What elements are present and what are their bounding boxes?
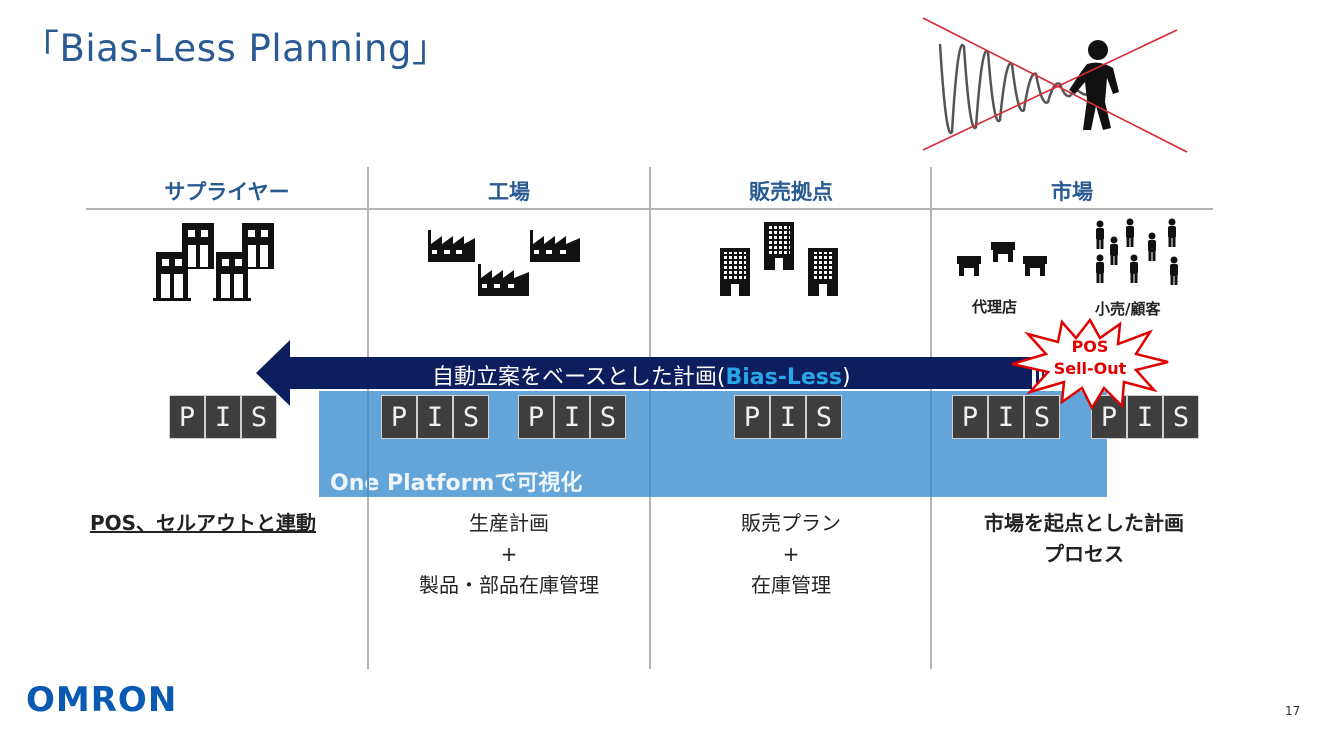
pis-i: I <box>771 396 805 438</box>
pis-p: P <box>170 396 204 438</box>
description-line: + <box>500 542 518 566</box>
factory-icon <box>428 230 580 296</box>
pis-p: P <box>735 396 769 438</box>
description-supplier: POS、セルアウトと連動 <box>62 508 344 539</box>
description-line: 製品・部品在庫管理 <box>419 573 599 597</box>
pis-i: I <box>418 396 452 438</box>
pis-block: P I S <box>518 395 626 439</box>
supplier-buildings-icon <box>153 223 274 301</box>
oscillation-wave <box>938 43 1091 135</box>
pis-s: S <box>454 396 488 438</box>
pis-s: S <box>591 396 625 438</box>
shop-icon <box>957 242 1047 276</box>
pis-s: S <box>1164 396 1198 438</box>
pis-p: P <box>953 396 987 438</box>
column-header-market: 市場 <box>1051 180 1093 204</box>
cross-line <box>922 17 1188 153</box>
pos-sellout-label: POS Sell-Out <box>1040 336 1140 380</box>
description-line: プロセス <box>1044 542 1124 566</box>
omron-logo: OMRON <box>26 680 178 720</box>
arrow-label: 自動立案をベースとした計画(Bias-Less) <box>432 359 851 391</box>
pis-block: P I S <box>169 395 277 439</box>
agent-label: 代理店 <box>972 298 1018 316</box>
cross-line <box>922 29 1178 151</box>
arrow-label-end: ) <box>842 365 851 390</box>
retail-customer-label: 小売/顧客 <box>1095 300 1161 318</box>
column-divider <box>649 391 651 497</box>
pis-s: S <box>807 396 841 438</box>
page-number: 17 <box>1285 704 1301 718</box>
pis-i: I <box>1128 396 1162 438</box>
wave-person-crossed-out-icon <box>922 17 1188 153</box>
column-divider <box>367 391 369 497</box>
description-line: 在庫管理 <box>751 573 831 597</box>
pis-block: P I S <box>381 395 489 439</box>
description-line: 市場を起点とした計画 <box>984 511 1184 535</box>
pis-i: I <box>206 396 240 438</box>
left-arrow-icon <box>256 340 1044 406</box>
column-divider <box>930 391 932 497</box>
column-header-sales-base: 販売拠点 <box>749 180 833 204</box>
pis-s: S <box>242 396 276 438</box>
description-market: 市場を起点とした計画 プロセス <box>943 508 1225 570</box>
pis-block: P I S <box>952 395 1060 439</box>
pis-s: S <box>1025 396 1059 438</box>
pis-p: P <box>382 396 416 438</box>
person-icon <box>1096 218 1178 285</box>
pis-p: P <box>519 396 553 438</box>
starburst-line: POS <box>1071 337 1109 356</box>
arrow-label-main: 自動立案をベースとした計画( <box>432 365 726 390</box>
pis-i: I <box>555 396 589 438</box>
description-line: + <box>782 542 800 566</box>
arrow-label-highlight: Bias-Less <box>725 365 842 390</box>
starburst-icon <box>1011 318 1169 410</box>
description-line: POS、セルアウトと連動 <box>89 511 317 535</box>
one-platform-label: One Platformで可視化 <box>330 471 583 496</box>
slide-title: 「Bias-Less Planning」 <box>22 27 450 70</box>
description-sales-base: 販売プラン + 在庫管理 <box>650 508 932 601</box>
starburst-line: Sell-Out <box>1053 359 1127 378</box>
people-icon <box>1096 218 1178 285</box>
office-building-icon <box>720 222 838 296</box>
person-icon <box>1069 40 1119 130</box>
column-header-factory: 工場 <box>488 180 530 204</box>
description-factory: 生産計画 + 製品・部品在庫管理 <box>368 508 650 601</box>
column-header-supplier: サプライヤー <box>164 180 290 204</box>
description-line: 販売プラン <box>741 511 841 535</box>
description-line: 生産計画 <box>469 511 549 535</box>
pis-block: P I S <box>734 395 842 439</box>
pis-i: I <box>989 396 1023 438</box>
